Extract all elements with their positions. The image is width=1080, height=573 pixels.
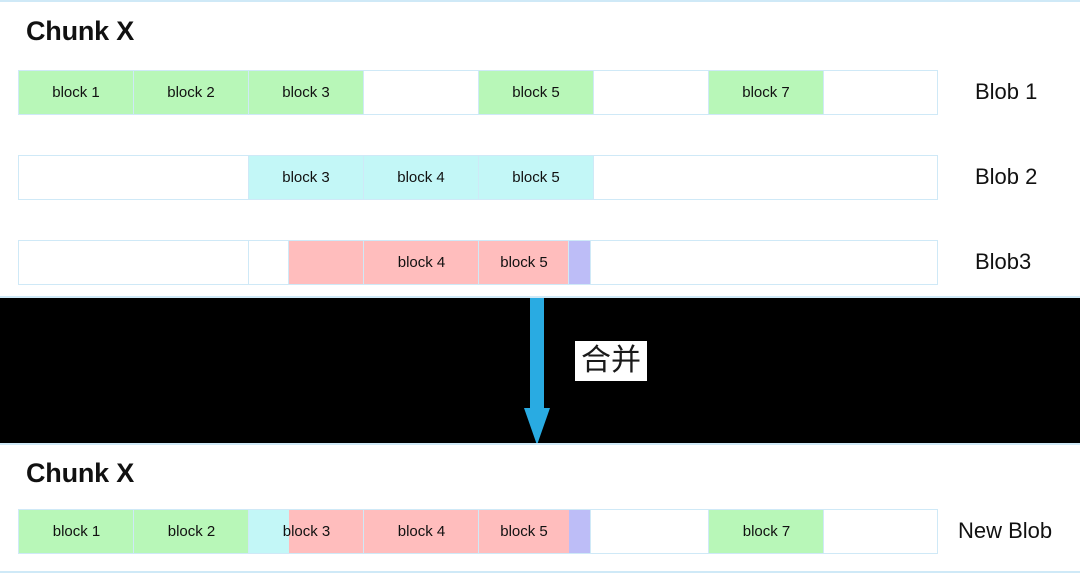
blob-1-cell-1[interactable]: block 1	[19, 71, 134, 114]
blob-3-seg-tail-purple[interactable]	[569, 241, 591, 284]
blob-2-cell-7[interactable]	[709, 156, 824, 199]
blob-3-name: Blob3	[975, 249, 1032, 274]
blob-3-seg-empty-tail[interactable]	[591, 241, 937, 284]
new-blob-seg-8[interactable]	[824, 510, 937, 553]
page-title-top: Chunk X	[26, 16, 135, 46]
new-blob-seg-3-pink[interactable]	[289, 510, 364, 553]
new-blob-seg-1[interactable]	[19, 510, 134, 553]
blob-1-cell-5[interactable]: block 5	[479, 71, 594, 114]
blob-3-seg-block4[interactable]	[364, 241, 479, 284]
page-title-bottom: Chunk X	[26, 458, 135, 488]
new-blob-seg-2[interactable]	[134, 510, 249, 553]
blob-3-seg-empty-head[interactable]	[19, 241, 249, 284]
blob-3-seg-gap[interactable]	[249, 241, 289, 284]
blob-1-cell-3[interactable]: block 3	[249, 71, 364, 114]
blob-2-name: Blob 2	[975, 164, 1038, 189]
blob-1-cell-6[interactable]	[594, 71, 709, 114]
new-blob-seg-6[interactable]	[591, 510, 709, 553]
new-blob-seg-5-purple[interactable]	[569, 510, 591, 553]
blob-1-name: Blob 1	[975, 79, 1038, 104]
merge-arrow-icon	[524, 298, 550, 445]
bottom-panel: Chunk X block 1 block 2 block 3 block 4 …	[0, 443, 1080, 573]
new-blob-name: New Blob	[958, 518, 1053, 543]
blob-1-track: block 1 block 2 block 3 block 5 block 7	[18, 70, 938, 115]
blob-2-cell-8[interactable]	[824, 156, 937, 199]
blob-3-seg-block5[interactable]	[479, 241, 569, 284]
blob-2-cell-4[interactable]: block 4	[364, 156, 479, 199]
new-blob-seg-5[interactable]	[479, 510, 569, 553]
blob-3-seg-partial-block3[interactable]	[289, 241, 364, 284]
blob-3-track: block 4 block 5	[18, 240, 938, 285]
blob-2-track: block 3 block 4 block 5	[18, 155, 938, 200]
blob-2-cell-1[interactable]	[19, 156, 134, 199]
new-blob-seg-3-cyan[interactable]	[249, 510, 289, 553]
merge-label: 合并	[575, 341, 647, 381]
arrow-shaft	[530, 298, 544, 411]
blob-1-cell-7[interactable]: block 7	[709, 71, 824, 114]
arrow-head	[524, 408, 550, 445]
blob-2-cell-6[interactable]	[594, 156, 709, 199]
new-blob-seg-7[interactable]	[709, 510, 824, 553]
new-blob-track: block 1 block 2 block 3 block 4 block 5 …	[18, 509, 938, 554]
blob-2-cell-2[interactable]	[134, 156, 249, 199]
blob-1-cell-2[interactable]: block 2	[134, 71, 249, 114]
new-blob-seg-4[interactable]	[364, 510, 479, 553]
blob-2-cell-5[interactable]: block 5	[479, 156, 594, 199]
top-panel: Chunk X block 1 block 2 block 3 block 5 …	[0, 0, 1080, 298]
blob-1-cell-8[interactable]	[824, 71, 937, 114]
blob-2-cell-3[interactable]: block 3	[249, 156, 364, 199]
blob-1-cell-4[interactable]	[364, 71, 479, 114]
